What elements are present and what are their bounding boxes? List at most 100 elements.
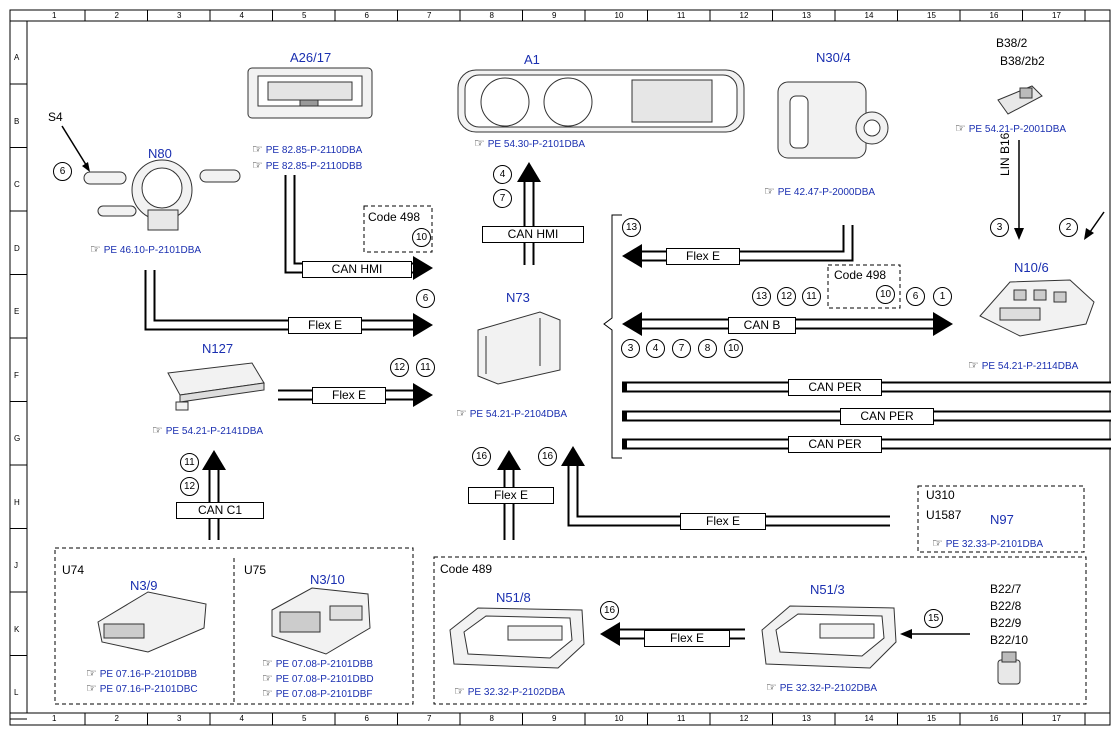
callout: 1 bbox=[933, 287, 952, 306]
airmatic-control-n513-drawing bbox=[761, 605, 897, 669]
bus-label: Flex E bbox=[666, 248, 740, 265]
grid-col-label: 8 bbox=[489, 714, 494, 723]
n97-label: N97 bbox=[990, 512, 1014, 527]
callout: 12 bbox=[777, 287, 796, 306]
b22-label-1: B22/7 bbox=[990, 582, 1022, 596]
grid-col-label: 6 bbox=[364, 714, 369, 723]
bus-label: Flex E bbox=[680, 513, 766, 530]
n127-ref[interactable]: ☞PE 54.21-P-2141DBA bbox=[152, 423, 264, 437]
u75-code: U75 bbox=[244, 563, 267, 577]
grid-col-label: 6 bbox=[364, 11, 369, 20]
n30-ref[interactable]: ☞PE 42.47-P-2000DBA bbox=[764, 184, 876, 198]
n513-label: N51/3 bbox=[810, 582, 845, 597]
grid-col-label: 10 bbox=[614, 11, 624, 20]
callout: 3 bbox=[990, 218, 1009, 237]
b22-label-4: B22/10 bbox=[990, 633, 1029, 647]
a1-ref[interactable]: ☞PE 54.30-P-2101DBA bbox=[474, 136, 586, 150]
grid-col-label: 7 bbox=[427, 714, 432, 723]
n39-ref-2[interactable]: ☞PE 07.16-P-2101DBC bbox=[86, 681, 198, 695]
grid-col-label: 14 bbox=[864, 11, 874, 20]
instrument-cluster-drawing bbox=[457, 69, 745, 133]
hand-pointer-icon: ☞ bbox=[456, 406, 467, 420]
u74-code: U74 bbox=[62, 563, 85, 577]
callout: 4 bbox=[646, 339, 665, 358]
airmatic-control-n518-drawing bbox=[449, 607, 585, 669]
overhead-module-drawing bbox=[247, 67, 373, 119]
code489-label: Code 489 bbox=[440, 562, 493, 576]
n39-label: N3/9 bbox=[130, 578, 158, 593]
b22-label-3: B22/9 bbox=[990, 616, 1022, 630]
grid-row-label: F bbox=[14, 370, 19, 380]
b38-ref[interactable]: ☞PE 54.21-P-2001DBA bbox=[955, 121, 1067, 135]
grid-col-label: 5 bbox=[302, 11, 307, 20]
a26-label: A26/17 bbox=[290, 50, 332, 65]
n518-label: N51/8 bbox=[496, 590, 531, 605]
hand-pointer-icon: ☞ bbox=[262, 671, 273, 685]
a26-ref-2[interactable]: ☞PE 82.85-P-2110DBB bbox=[252, 158, 363, 172]
n310-label: N3/10 bbox=[310, 572, 345, 587]
engine-control-u75-drawing bbox=[271, 587, 371, 655]
callout: 3 bbox=[621, 339, 640, 358]
n127-label: N127 bbox=[202, 341, 234, 356]
a26-ref-1[interactable]: ☞PE 82.85-P-2110DBA bbox=[252, 142, 363, 156]
hand-pointer-icon: ☞ bbox=[262, 656, 273, 670]
callout: 16 bbox=[472, 447, 491, 466]
lin-b16-label: LIN B16 bbox=[998, 132, 1012, 176]
grid-col-label: 13 bbox=[802, 714, 811, 723]
hand-pointer-icon: ☞ bbox=[86, 681, 97, 695]
hand-pointer-icon: ☞ bbox=[252, 142, 263, 156]
n80-ref[interactable]: ☞PE 46.10-P-2101DBA bbox=[90, 242, 202, 256]
b38-label-2: B38/2b2 bbox=[1000, 54, 1045, 68]
hand-pointer-icon: ☞ bbox=[252, 158, 263, 172]
n39-ref-1[interactable]: ☞PE 07.16-P-2101DBB bbox=[86, 666, 198, 680]
grid-col-label: 9 bbox=[552, 11, 557, 20]
bus-label: CAN C1 bbox=[176, 502, 264, 519]
hand-pointer-icon: ☞ bbox=[968, 358, 979, 372]
n310-ref-2[interactable]: ☞PE 07.08-P-2101DBD bbox=[262, 671, 374, 685]
callout: 8 bbox=[698, 339, 717, 358]
hand-pointer-icon: ☞ bbox=[955, 121, 966, 135]
grid-col-label: 7 bbox=[427, 11, 432, 20]
grid-row-label: D bbox=[14, 243, 20, 253]
ezs-module-drawing bbox=[477, 311, 561, 385]
grid-col-label: 3 bbox=[177, 714, 182, 723]
callout: 16 bbox=[600, 601, 619, 620]
callout: 11 bbox=[180, 453, 199, 472]
n106-ref[interactable]: ☞PE 54.21-P-2114DBA bbox=[968, 358, 1079, 372]
n73-ref[interactable]: ☞PE 54.21-P-2104DBA bbox=[456, 406, 568, 420]
hand-pointer-icon: ☞ bbox=[262, 686, 273, 700]
callout: 7 bbox=[672, 339, 691, 358]
n518-ref[interactable]: ☞PE 32.32-P-2102DBA bbox=[454, 684, 566, 698]
hand-pointer-icon: ☞ bbox=[90, 242, 101, 256]
n513-ref[interactable]: ☞PE 32.32-P-2102DBA bbox=[766, 680, 878, 694]
grid-col-label: 14 bbox=[864, 714, 874, 723]
callout: 11 bbox=[802, 287, 821, 306]
n310-ref-1[interactable]: ☞PE 07.08-P-2101DBB bbox=[262, 656, 374, 670]
grid-col-label: 16 bbox=[989, 714, 999, 723]
hand-pointer-icon: ☞ bbox=[764, 184, 775, 198]
grid-row-label: J bbox=[14, 561, 18, 570]
level-sensor-drawing bbox=[997, 651, 1021, 685]
n97-ref[interactable]: ☞PE 32.33-P-2101DBA bbox=[932, 536, 1044, 550]
b22-label-2: B22/8 bbox=[990, 599, 1022, 613]
bus-label: CAN PER bbox=[840, 408, 934, 425]
grid-col-label: 5 bbox=[302, 714, 307, 723]
grid-col-label: 2 bbox=[114, 714, 119, 723]
code498-left-label: Code 498 bbox=[368, 210, 421, 224]
callout: 16 bbox=[538, 447, 557, 466]
steering-column-module-drawing bbox=[83, 159, 241, 231]
hand-pointer-icon: ☞ bbox=[86, 666, 97, 680]
grid-col-label: 17 bbox=[1052, 11, 1061, 20]
callout: 13 bbox=[622, 218, 641, 237]
abs-unit-drawing bbox=[777, 81, 889, 159]
callout: 7 bbox=[493, 189, 512, 208]
grid-row-label: E bbox=[14, 307, 20, 316]
grid-col-label: 12 bbox=[739, 11, 749, 20]
grid-col-label: 11 bbox=[677, 714, 686, 723]
engine-control-u74-drawing bbox=[97, 591, 207, 653]
n310-ref-3[interactable]: ☞PE 07.08-P-2101DBF bbox=[262, 686, 373, 700]
grid-col-label: 8 bbox=[489, 11, 494, 20]
grid-row-label: B bbox=[14, 116, 20, 126]
callout: 12 bbox=[180, 477, 199, 496]
